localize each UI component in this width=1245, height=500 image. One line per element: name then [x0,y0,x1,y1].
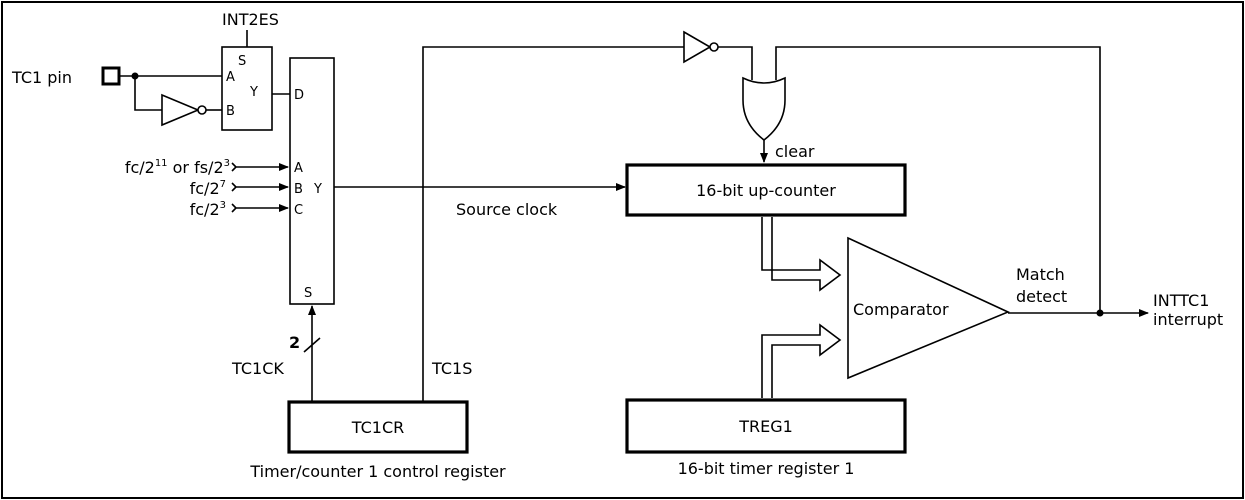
mux1-s-pin: S [238,54,246,69]
mux1-a-pin: A [226,70,235,85]
clear-or-gate [742,76,786,142]
tc1cr-label: TC1CR [351,418,404,437]
counter-to-comparator-bus [761,217,842,292]
bus-width-label: 2 [289,333,300,352]
int2es-label: INT2ES [222,10,279,29]
source-clock-label: Source clock [456,200,558,219]
tc1s-label: TC1S [431,359,472,378]
comparator-label: Comparator [853,300,949,319]
tc1-pin-square [101,66,121,86]
clk-b-pin: B [294,182,303,197]
tc1ck-label: TC1CK [231,359,284,378]
match-feedback-wire [775,46,1101,313]
clk-s-pin: S [304,286,312,301]
match-label-line1: Match [1016,265,1065,284]
latch-d-pin: D [294,88,304,103]
tc1-pin-label: TC1 pin [11,68,72,87]
clock-input-c-arrow [231,204,288,212]
bus-width-slash [303,337,321,353]
tc1cr-block [287,400,469,454]
tc1cr-caption: Timer/counter 1 control register [249,462,506,481]
match-junction [1096,309,1104,317]
edge-inverter-bubble [197,105,207,115]
clk-a-pin: A [294,161,303,176]
clk-c-pin: C [294,203,303,218]
mux1-y-pin: Y [249,85,258,100]
clock-input-b-arrow [231,183,288,191]
treg1-block [625,398,907,454]
clk-y-pin: Y [313,182,322,197]
match-label-line2: detect [1016,287,1067,306]
tc1s-inverter-bubble [709,42,719,52]
up-counter-label: 16-bit up-counter [696,181,836,200]
inttc1-label-line1: INTTC1 [1153,291,1209,310]
inttc1-label-line2: interrupt [1153,310,1223,329]
tc1s-inverter [683,30,712,64]
treg1-caption: 16-bit timer register 1 [678,459,855,478]
edge-inverter [161,93,201,127]
mux1-b-pin: B [226,104,235,119]
clock-input-a-label: fc/211 or fs/23 [125,158,230,177]
comparator-block [847,236,1010,380]
edge-select-mux [221,46,273,131]
tc1s-wire [422,46,684,402]
clock-input-b-label: fc/27 [190,179,226,198]
treg1-label: TREG1 [738,417,793,436]
clear-label: clear [775,142,815,161]
treg1-to-comparator-bus [761,323,842,398]
inverter-input-wire [134,76,162,111]
clock-input-a-arrow [231,163,288,171]
clock-input-c-label: fc/23 [190,200,226,219]
inverter-to-or-wire [718,46,753,80]
up-counter-block [625,163,907,217]
